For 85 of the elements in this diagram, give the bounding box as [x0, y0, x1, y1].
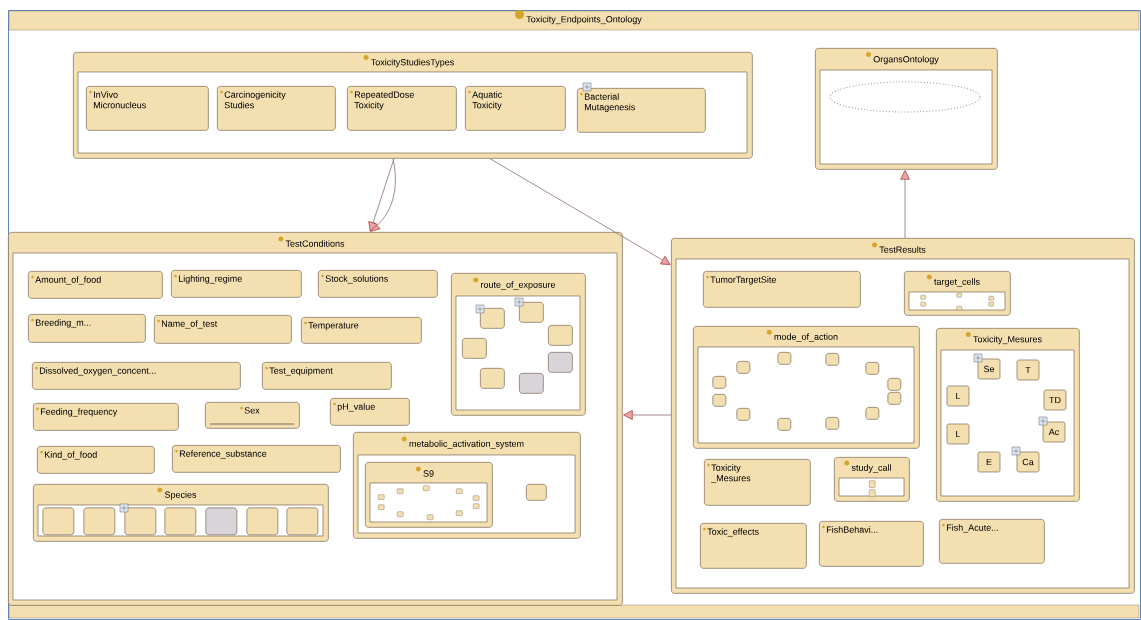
- class-box: T: [1016, 359, 1040, 381]
- collapsed-box: [124, 507, 157, 536]
- class-box: Dissolved_oxygen_concent...: [32, 362, 241, 390]
- class-box: TD: [1043, 389, 1067, 411]
- class-box: Test_equipment: [262, 362, 392, 390]
- collapsed-box: [548, 325, 573, 346]
- class-box: Kind_of_food: [37, 446, 155, 474]
- collapsed-box: [42, 507, 75, 536]
- collapsed-box: [865, 407, 880, 420]
- collapsed-box: [286, 507, 319, 536]
- class-box: Carcinogenicity Studies: [217, 86, 336, 131]
- collapsed-box: [920, 295, 926, 300]
- collapsed-box: [865, 362, 880, 375]
- collapsed-box: [526, 484, 547, 501]
- collapsed-box: [519, 302, 544, 323]
- arrow: [489, 158, 671, 265]
- collapsed-box: [473, 503, 480, 509]
- arrow: [900, 170, 910, 239]
- class-box: Lighting_regime: [171, 270, 302, 298]
- collapsed-box: [480, 368, 505, 389]
- class-box: InVivo Micronucleus: [86, 86, 209, 131]
- group-box: OrgansOntology: [815, 48, 998, 170]
- class-box: Ca: [1016, 451, 1040, 473]
- collapsed-box: [378, 494, 385, 500]
- group-box: S9: [365, 462, 493, 528]
- collapsed-box: [887, 392, 902, 405]
- collapsed-box: [519, 373, 544, 394]
- group-box: study_call: [834, 457, 910, 502]
- class-box: pH_value: [330, 398, 410, 426]
- class-box: Reference_substance: [172, 445, 341, 473]
- collapsed-box: [205, 507, 238, 536]
- collapsed-box: [956, 293, 962, 298]
- collapsed-box: [397, 488, 404, 494]
- collapsed-box: [777, 418, 792, 431]
- collapsed-box: [869, 489, 876, 497]
- class-box: Name_of_test: [154, 315, 292, 344]
- arrow: [623, 410, 672, 420]
- collapsed-box: [378, 504, 385, 510]
- collapsed-box: [456, 510, 463, 516]
- class-box: Toxic_effects: [700, 523, 807, 569]
- collapsed-box: [777, 352, 792, 365]
- collapsed-box: [423, 485, 430, 491]
- collapsed-box: [869, 480, 876, 488]
- class-box: Temperature: [301, 317, 422, 344]
- class-box: Sex: [205, 402, 300, 429]
- class-box: Toxicity _Mesures: [704, 459, 811, 506]
- class-box: L: [946, 385, 970, 407]
- collapsed-box: [988, 302, 994, 307]
- class-box: TumorTargetSite: [703, 271, 861, 308]
- class-box: RepeatedDose Toxicity: [347, 86, 457, 131]
- class-box: Ac: [1042, 421, 1066, 443]
- collapsed-box: [427, 514, 434, 520]
- class-box: FishBehavi...: [819, 521, 924, 567]
- class-box: L: [946, 423, 970, 445]
- collapsed-box: [548, 352, 573, 373]
- collapsed-box: [164, 507, 197, 536]
- dotted-ellipse: [829, 81, 981, 113]
- collapsed-box: [712, 394, 727, 407]
- collapsed-box: [988, 296, 994, 301]
- class-box: Bacterial Mutagenesis: [577, 88, 706, 133]
- collapsed-box: [246, 507, 279, 536]
- group-box: mode_of_action: [693, 326, 920, 449]
- class-box: Fish_Acute...: [939, 519, 1045, 564]
- collapsed-box: [736, 408, 751, 421]
- class-box: Feeding_frequency: [33, 403, 179, 431]
- class-box: Stock_solutions: [318, 270, 438, 298]
- class-box: Amount_of_food: [28, 271, 163, 299]
- collapsed-box: [887, 378, 902, 391]
- collapsed-box: [456, 488, 463, 494]
- collapsed-box: [462, 338, 487, 359]
- collapsed-box: [920, 302, 926, 307]
- collapsed-box: [473, 495, 480, 501]
- collapsed-box: [712, 376, 727, 389]
- collapsed-box: [956, 306, 962, 311]
- collapsed-box: [480, 308, 505, 329]
- class-box: Aquatic Toxicity: [465, 86, 566, 131]
- collapsed-box: [736, 361, 751, 374]
- class-box: E: [977, 451, 1001, 473]
- collapsed-box: [825, 417, 840, 430]
- group-box: target_cells: [904, 271, 1011, 316]
- collapsed-box: [397, 511, 404, 517]
- class-box: Breeding_m...: [28, 314, 146, 343]
- collapsed-box: [83, 507, 116, 536]
- collapsed-box: [825, 353, 840, 366]
- class-box: Se: [977, 358, 1001, 380]
